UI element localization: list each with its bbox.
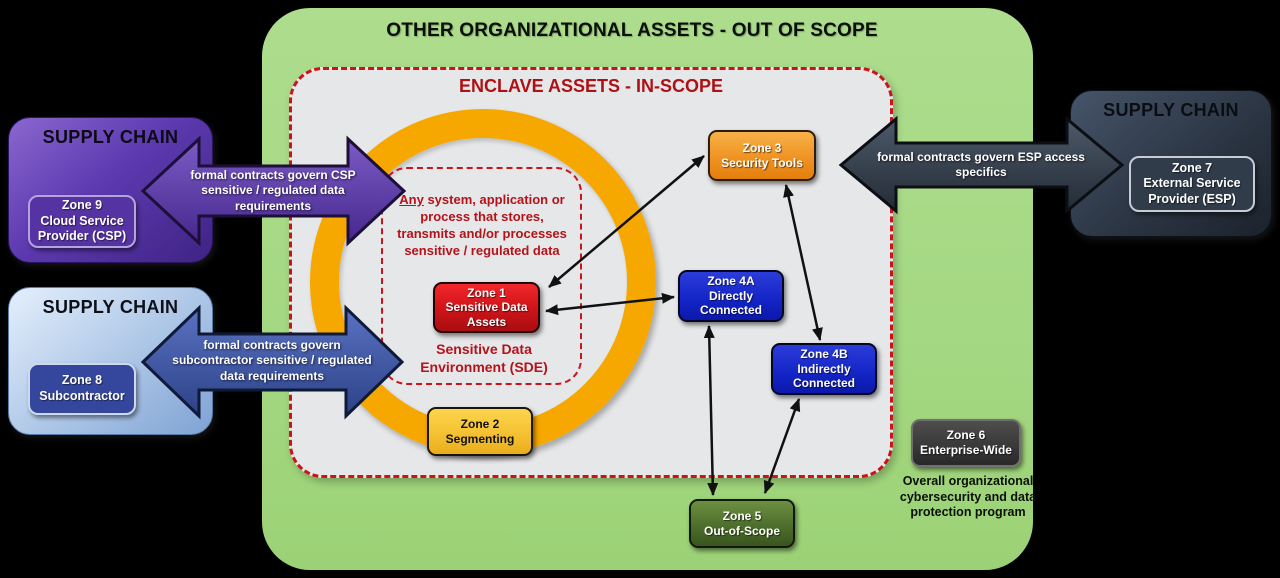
zone8-subcontractor: Zone 8 Subcontractor (28, 363, 136, 415)
sde-any-word: Any (399, 192, 424, 207)
out-of-scope-title: OTHER ORGANIZATIONAL ASSETS - OUT OF SCO… (386, 20, 878, 41)
zone4a-directly-connected: Zone 4A Directly Connected (678, 270, 784, 322)
sde-description: Any system, application or process that … (391, 191, 573, 260)
sde-description-text: system, application or process that stor… (397, 192, 567, 259)
zone2-segmenting: Zone 2 Segmenting (427, 407, 533, 456)
esp-arrow-label: formal contracts govern ESP access speci… (877, 150, 1085, 180)
zone6-caption: Overall organizational cybersecurity and… (899, 474, 1037, 520)
zone5-out-of-scope: Zone 5 Out-of-Scope (689, 499, 795, 548)
zone3-security-tools: Zone 3 Security Tools (708, 130, 816, 181)
zone6-enterprise-wide: Zone 6 Enterprise-Wide (911, 419, 1021, 467)
zone4b-indirectly-connected: Zone 4B Indirectly Connected (771, 343, 877, 395)
zone9-cloud-service-provider: Zone 9 Cloud Service Provider (CSP) (28, 195, 136, 248)
supply-chain-subcontractor-title: SUPPLY CHAIN (42, 297, 179, 317)
zone7-external-service-provider: Zone 7 External Service Provider (ESP) (1129, 156, 1255, 212)
supply-chain-esp-panel: SUPPLY CHAIN Zone 7 External Service Pro… (1070, 90, 1272, 237)
zone1-sensitive-data-assets: Zone 1 Sensitive Data Assets (433, 282, 540, 333)
subcontractor-arrow-label: formal contracts govern subcontractor se… (172, 338, 372, 383)
csp-arrow-label: formal contracts govern CSP sensitive / … (190, 168, 356, 213)
sde-label: Sensitive Data Environment (SDE) (420, 341, 548, 375)
supply-chain-csp-title: SUPPLY CHAIN (42, 127, 179, 147)
enclave-title: ENCLAVE ASSETS - IN-SCOPE (458, 76, 724, 96)
supply-chain-esp-title: SUPPLY CHAIN (1103, 100, 1239, 120)
